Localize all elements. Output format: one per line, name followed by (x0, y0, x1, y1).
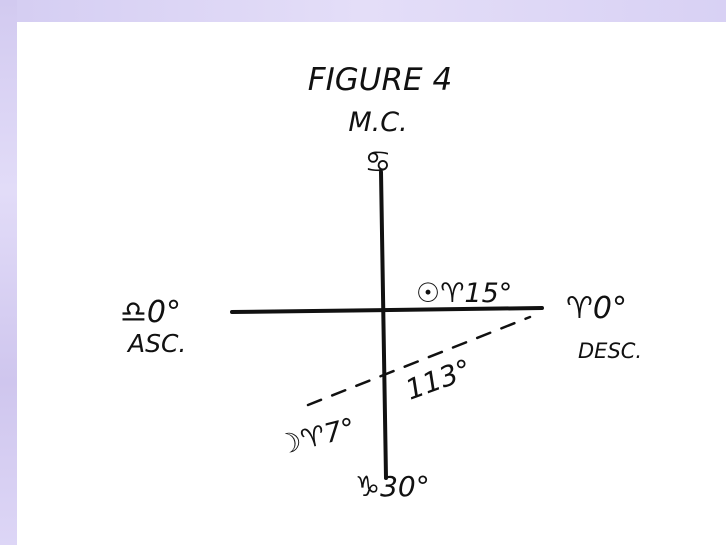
desc-sign-label: ♈0° (566, 291, 627, 326)
figure-title: FIGURE 4 (308, 62, 452, 98)
meridian-line (379, 170, 388, 480)
dashed-aspect-line (306, 315, 532, 407)
moon-position-label: ☽♈7° (274, 413, 358, 462)
asc-label: ASC. (126, 329, 186, 358)
diagonal-angle-label: 113° (401, 352, 476, 406)
horizon-line (230, 306, 544, 314)
paper-background (17, 22, 726, 545)
sun-position-label: ☉♈15° (416, 278, 512, 309)
asc-sign-label: ♎0° (120, 295, 181, 330)
capricorn-label: ♑30° (355, 470, 430, 503)
cancer-glyph: ♋ (365, 145, 392, 180)
desc-label: DESC. (578, 339, 642, 363)
window-frame-top (0, 0, 726, 22)
window-frame-left (0, 0, 17, 545)
mc-label: M.C. (348, 107, 407, 138)
